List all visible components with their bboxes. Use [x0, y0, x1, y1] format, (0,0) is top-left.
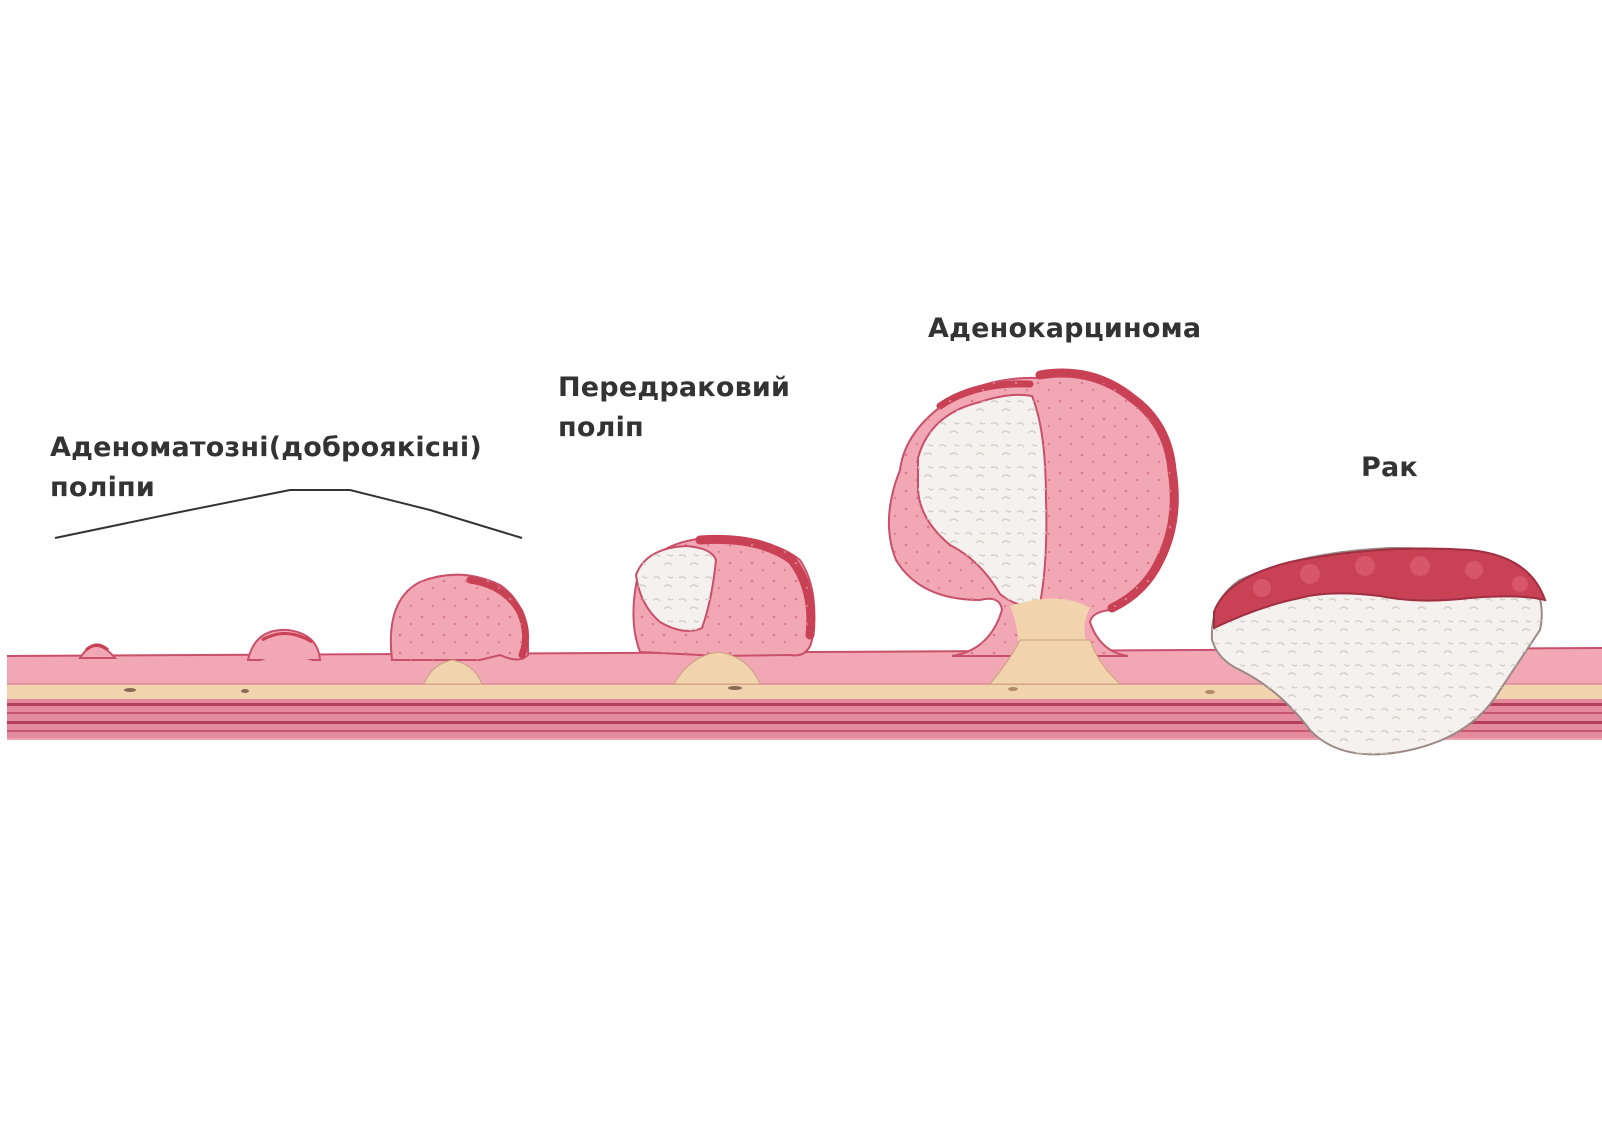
label-adenomatous-line-2: поліпи — [50, 468, 482, 508]
label-precancerous-line-2: поліп — [558, 408, 790, 448]
adenocarcinoma-polyp — [889, 373, 1174, 684]
label-cancer: Рак — [1361, 448, 1418, 488]
label-precancerous-line-1: Передраковий — [558, 368, 790, 408]
label-adenocarcinoma: Аденокарцинома — [928, 309, 1201, 349]
label-adenomatous-line-1: Аденоматозні(доброякісні) — [50, 428, 482, 468]
label-precancerous-polyp: Передраковий поліп — [558, 368, 790, 448]
label-adenocarcinoma-line-1: Аденокарцинома — [928, 309, 1201, 349]
label-adenomatous-polyps: Аденоматозні(доброякісні) поліпи — [50, 428, 482, 508]
label-cancer-line-1: Рак — [1361, 448, 1418, 488]
small-polyp-2 — [248, 630, 320, 682]
small-polyp-1 — [80, 645, 115, 658]
